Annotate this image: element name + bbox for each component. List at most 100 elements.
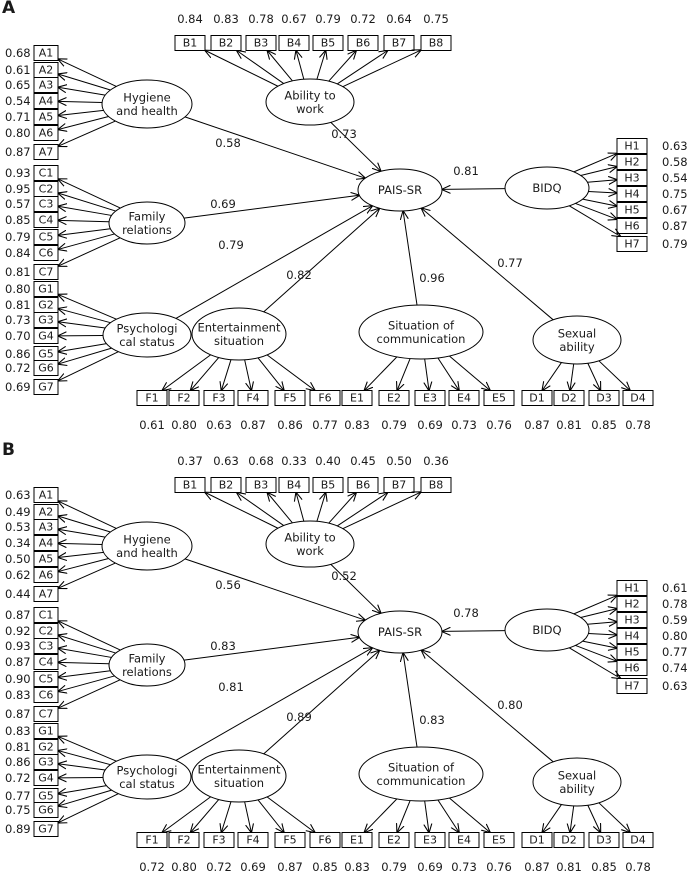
- indicator-box: [245, 477, 277, 493]
- loading-line: [575, 202, 617, 219]
- indicator-name: H6: [624, 662, 639, 675]
- indicator-name: C1: [39, 609, 54, 622]
- indicator-name: E5: [492, 392, 506, 405]
- indicator-name: A5: [39, 553, 54, 566]
- indicator-name: C6: [39, 247, 54, 260]
- indicator-loading: 0.54: [662, 171, 688, 185]
- indicator-box: [616, 580, 648, 596]
- indicator-box: [33, 723, 59, 739]
- path-coefficient-b: 0.52: [331, 569, 357, 583]
- indicator-box: [33, 93, 59, 109]
- latent-label-line: and health: [116, 104, 178, 118]
- indicator-loading: 0.61: [5, 63, 31, 77]
- loading-line: [58, 179, 121, 209]
- indicator-loading: 0.64: [386, 12, 412, 26]
- indicator-name: B6: [356, 37, 371, 50]
- indicator-loading: 0.69: [417, 860, 443, 874]
- indicator-loading: 0.73: [451, 860, 477, 874]
- indicator-box: [616, 678, 648, 694]
- indicator-loading: 0.93: [5, 166, 31, 180]
- indicator-name: A7: [39, 146, 54, 159]
- indicator-box: [33, 245, 59, 261]
- loading-line: [58, 551, 104, 557]
- indicator-box: [33, 821, 59, 837]
- indicator-name: B8: [429, 479, 444, 492]
- path-coefficient-d: 0.77: [497, 256, 523, 270]
- indicator-name: F5: [283, 392, 296, 405]
- path-G-to-pais-sr: [175, 648, 372, 761]
- latent-label-line: cal status: [119, 777, 175, 791]
- indicator-loading: 0.81: [5, 298, 31, 312]
- indicator-loading: 0.79: [315, 12, 341, 26]
- indicator-loading: 0.77: [662, 645, 688, 659]
- loading-line: [437, 799, 459, 833]
- latent-label-line: Ability to: [284, 89, 335, 103]
- indicator-name: B7: [392, 37, 407, 50]
- indicator-loading: 0.85: [591, 860, 617, 874]
- indicator-loading: 0.87: [5, 145, 31, 159]
- indicator-name: H5: [624, 204, 639, 217]
- indicator-name: F2: [177, 392, 190, 405]
- indicator-loading: 0.81: [556, 860, 582, 874]
- latent-label-line: communication: [377, 774, 466, 788]
- indicator-name: A6: [39, 569, 54, 582]
- indicator-box: [33, 212, 59, 228]
- indicator-box: [168, 832, 200, 848]
- indicator-name: B2: [219, 37, 234, 50]
- loading-line: [58, 322, 106, 329]
- indicator-name: E3: [423, 392, 437, 405]
- loading-line: [58, 120, 116, 146]
- indicator-loading: 0.79: [381, 418, 407, 432]
- latent-variable-c: [108, 201, 186, 245]
- loading-line: [296, 51, 305, 80]
- latent-label-line: Entertainment: [198, 321, 281, 335]
- indicator-loading: 0.95: [5, 182, 31, 196]
- indicator-name: C2: [39, 625, 54, 638]
- loading-line: [58, 347, 112, 364]
- latent-label-line: Entertainment: [198, 763, 281, 777]
- indicator-name: D3: [596, 392, 611, 405]
- loading-line: [336, 493, 387, 527]
- indicator-name: F5: [283, 834, 296, 847]
- loading-line: [58, 670, 111, 678]
- indicator-box: [33, 165, 59, 181]
- loading-line: [58, 351, 119, 381]
- indicator-loading: 0.72: [350, 12, 376, 26]
- indicator-name: F1: [145, 834, 158, 847]
- indicator-loading: 0.87: [524, 418, 550, 432]
- indicator-loading: 0.78: [625, 418, 651, 432]
- loading-line: [364, 356, 398, 391]
- indicator-box: [341, 832, 373, 848]
- latent-label-line: situation: [214, 334, 264, 348]
- loading-line: [587, 622, 617, 624]
- latent-label-line: Sexual: [558, 327, 597, 341]
- indicator-name: H1: [624, 140, 639, 153]
- path-coefficient-d: 0.80: [497, 698, 523, 712]
- indicator-name: A5: [39, 111, 54, 124]
- loading-line: [257, 357, 284, 391]
- indicator-name: D2: [561, 392, 576, 405]
- indicator-name: H1: [624, 582, 639, 595]
- indicator-box: [136, 832, 168, 848]
- indicator-name: G4: [38, 330, 54, 343]
- indicator-name: G3: [38, 314, 54, 327]
- indicator-name: A2: [39, 64, 54, 77]
- latent-label-line: Psychologi: [117, 764, 178, 778]
- indicator-name: F1: [145, 392, 158, 405]
- latent-label-line: Sexual: [558, 769, 597, 783]
- latent-label-line: Family: [128, 210, 165, 224]
- indicator-loading: 0.77: [5, 789, 31, 803]
- path-A-to-pais-sr: [184, 558, 365, 620]
- indicator-name: H6: [624, 220, 639, 233]
- indicator-box: [33, 654, 59, 670]
- path-G-to-pais-sr: [175, 206, 372, 319]
- indicator-box: [33, 671, 59, 687]
- indicator-loading: 0.63: [662, 679, 688, 693]
- loading-line: [237, 51, 285, 84]
- indicator-name: C5: [39, 231, 54, 244]
- indicator-box: [448, 832, 480, 848]
